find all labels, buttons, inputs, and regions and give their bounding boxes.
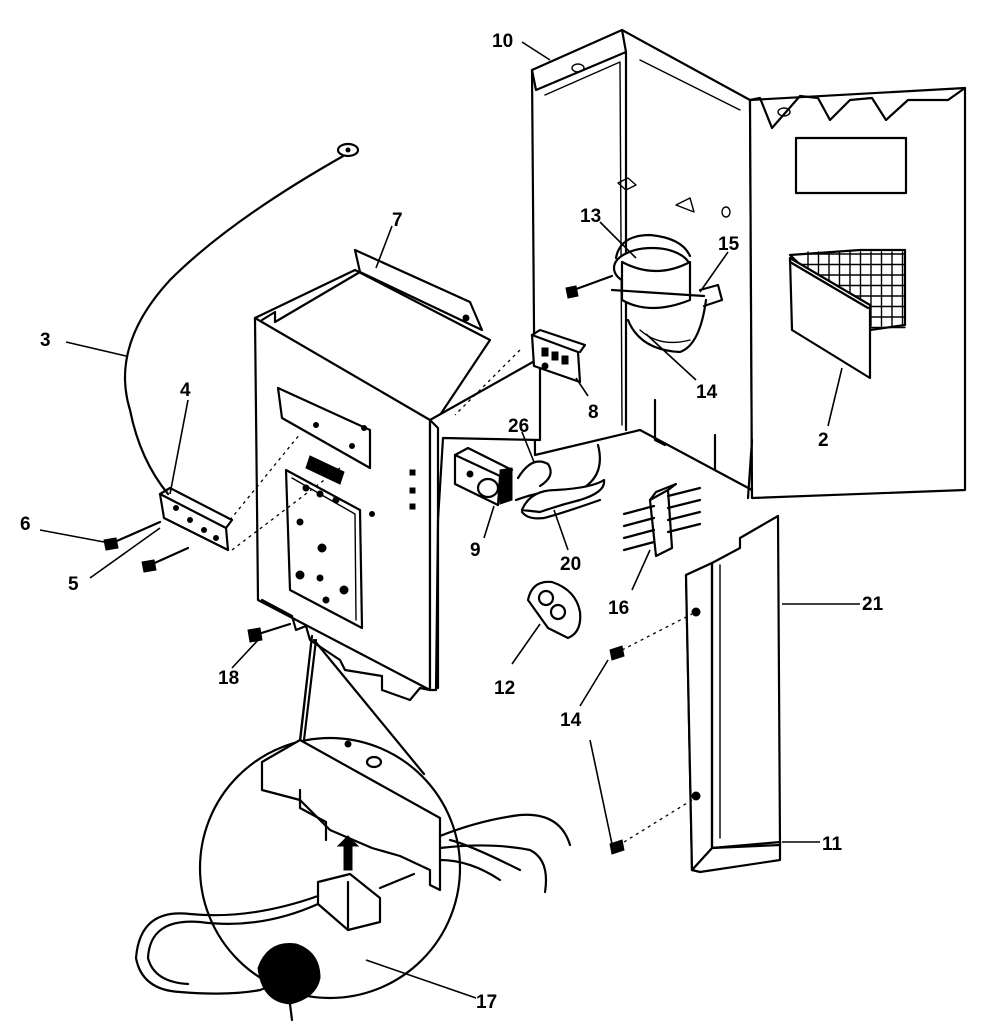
part-8-terminal-block [454, 328, 587, 416]
callout-26: 26 [508, 416, 529, 437]
part-7-control-box [253, 248, 542, 702]
part-2-filter-grille [788, 248, 907, 380]
callout-18: 18 [218, 668, 239, 689]
callout-5: 5 [68, 574, 79, 595]
callout-15: 15 [718, 234, 740, 255]
part-13-mount-screw [565, 274, 614, 299]
callout-6: 6 [20, 514, 31, 535]
part-3-ground-wire [123, 142, 360, 496]
part-5-screw [141, 546, 190, 573]
part-15-capacitor-bracket [610, 283, 724, 308]
callout-20: 20 [560, 554, 581, 575]
callout-9: 9 [470, 540, 481, 561]
part-4-bracket [158, 433, 341, 552]
callout-14-capacitor: 14 [696, 382, 718, 403]
part-9-switch [453, 446, 514, 507]
callout-13: 13 [580, 206, 601, 227]
callout-2: 2 [818, 430, 829, 451]
callout-8: 8 [588, 402, 599, 423]
leader-lines [39, 41, 860, 999]
part-17-detail-view [134, 634, 572, 1022]
callout-11: 11 [822, 834, 843, 855]
callout-labels: 10 7 3 4 6 5 13 15 14 8 26 2 9 20 16 21 … [20, 31, 884, 1013]
callout-21: 21 [862, 594, 884, 615]
part-6-screw [103, 520, 162, 551]
callout-10: 10 [492, 31, 513, 52]
part-14-screws-cover [609, 613, 693, 855]
callout-17: 17 [476, 992, 497, 1013]
callout-7: 7 [392, 210, 403, 231]
part-18-screw [247, 622, 292, 643]
part-20-sensing-bulb [520, 478, 606, 520]
part-21-cover-panel [684, 514, 782, 874]
callout-14-cover: 14 [560, 710, 582, 731]
callout-16: 16 [608, 598, 629, 619]
part-13-capacitor [612, 233, 708, 354]
part-12-bracket [526, 580, 582, 640]
callout-3: 3 [40, 330, 51, 351]
callout-12: 12 [494, 678, 515, 699]
callout-4: 4 [180, 380, 191, 401]
part-16-connector [622, 482, 702, 558]
